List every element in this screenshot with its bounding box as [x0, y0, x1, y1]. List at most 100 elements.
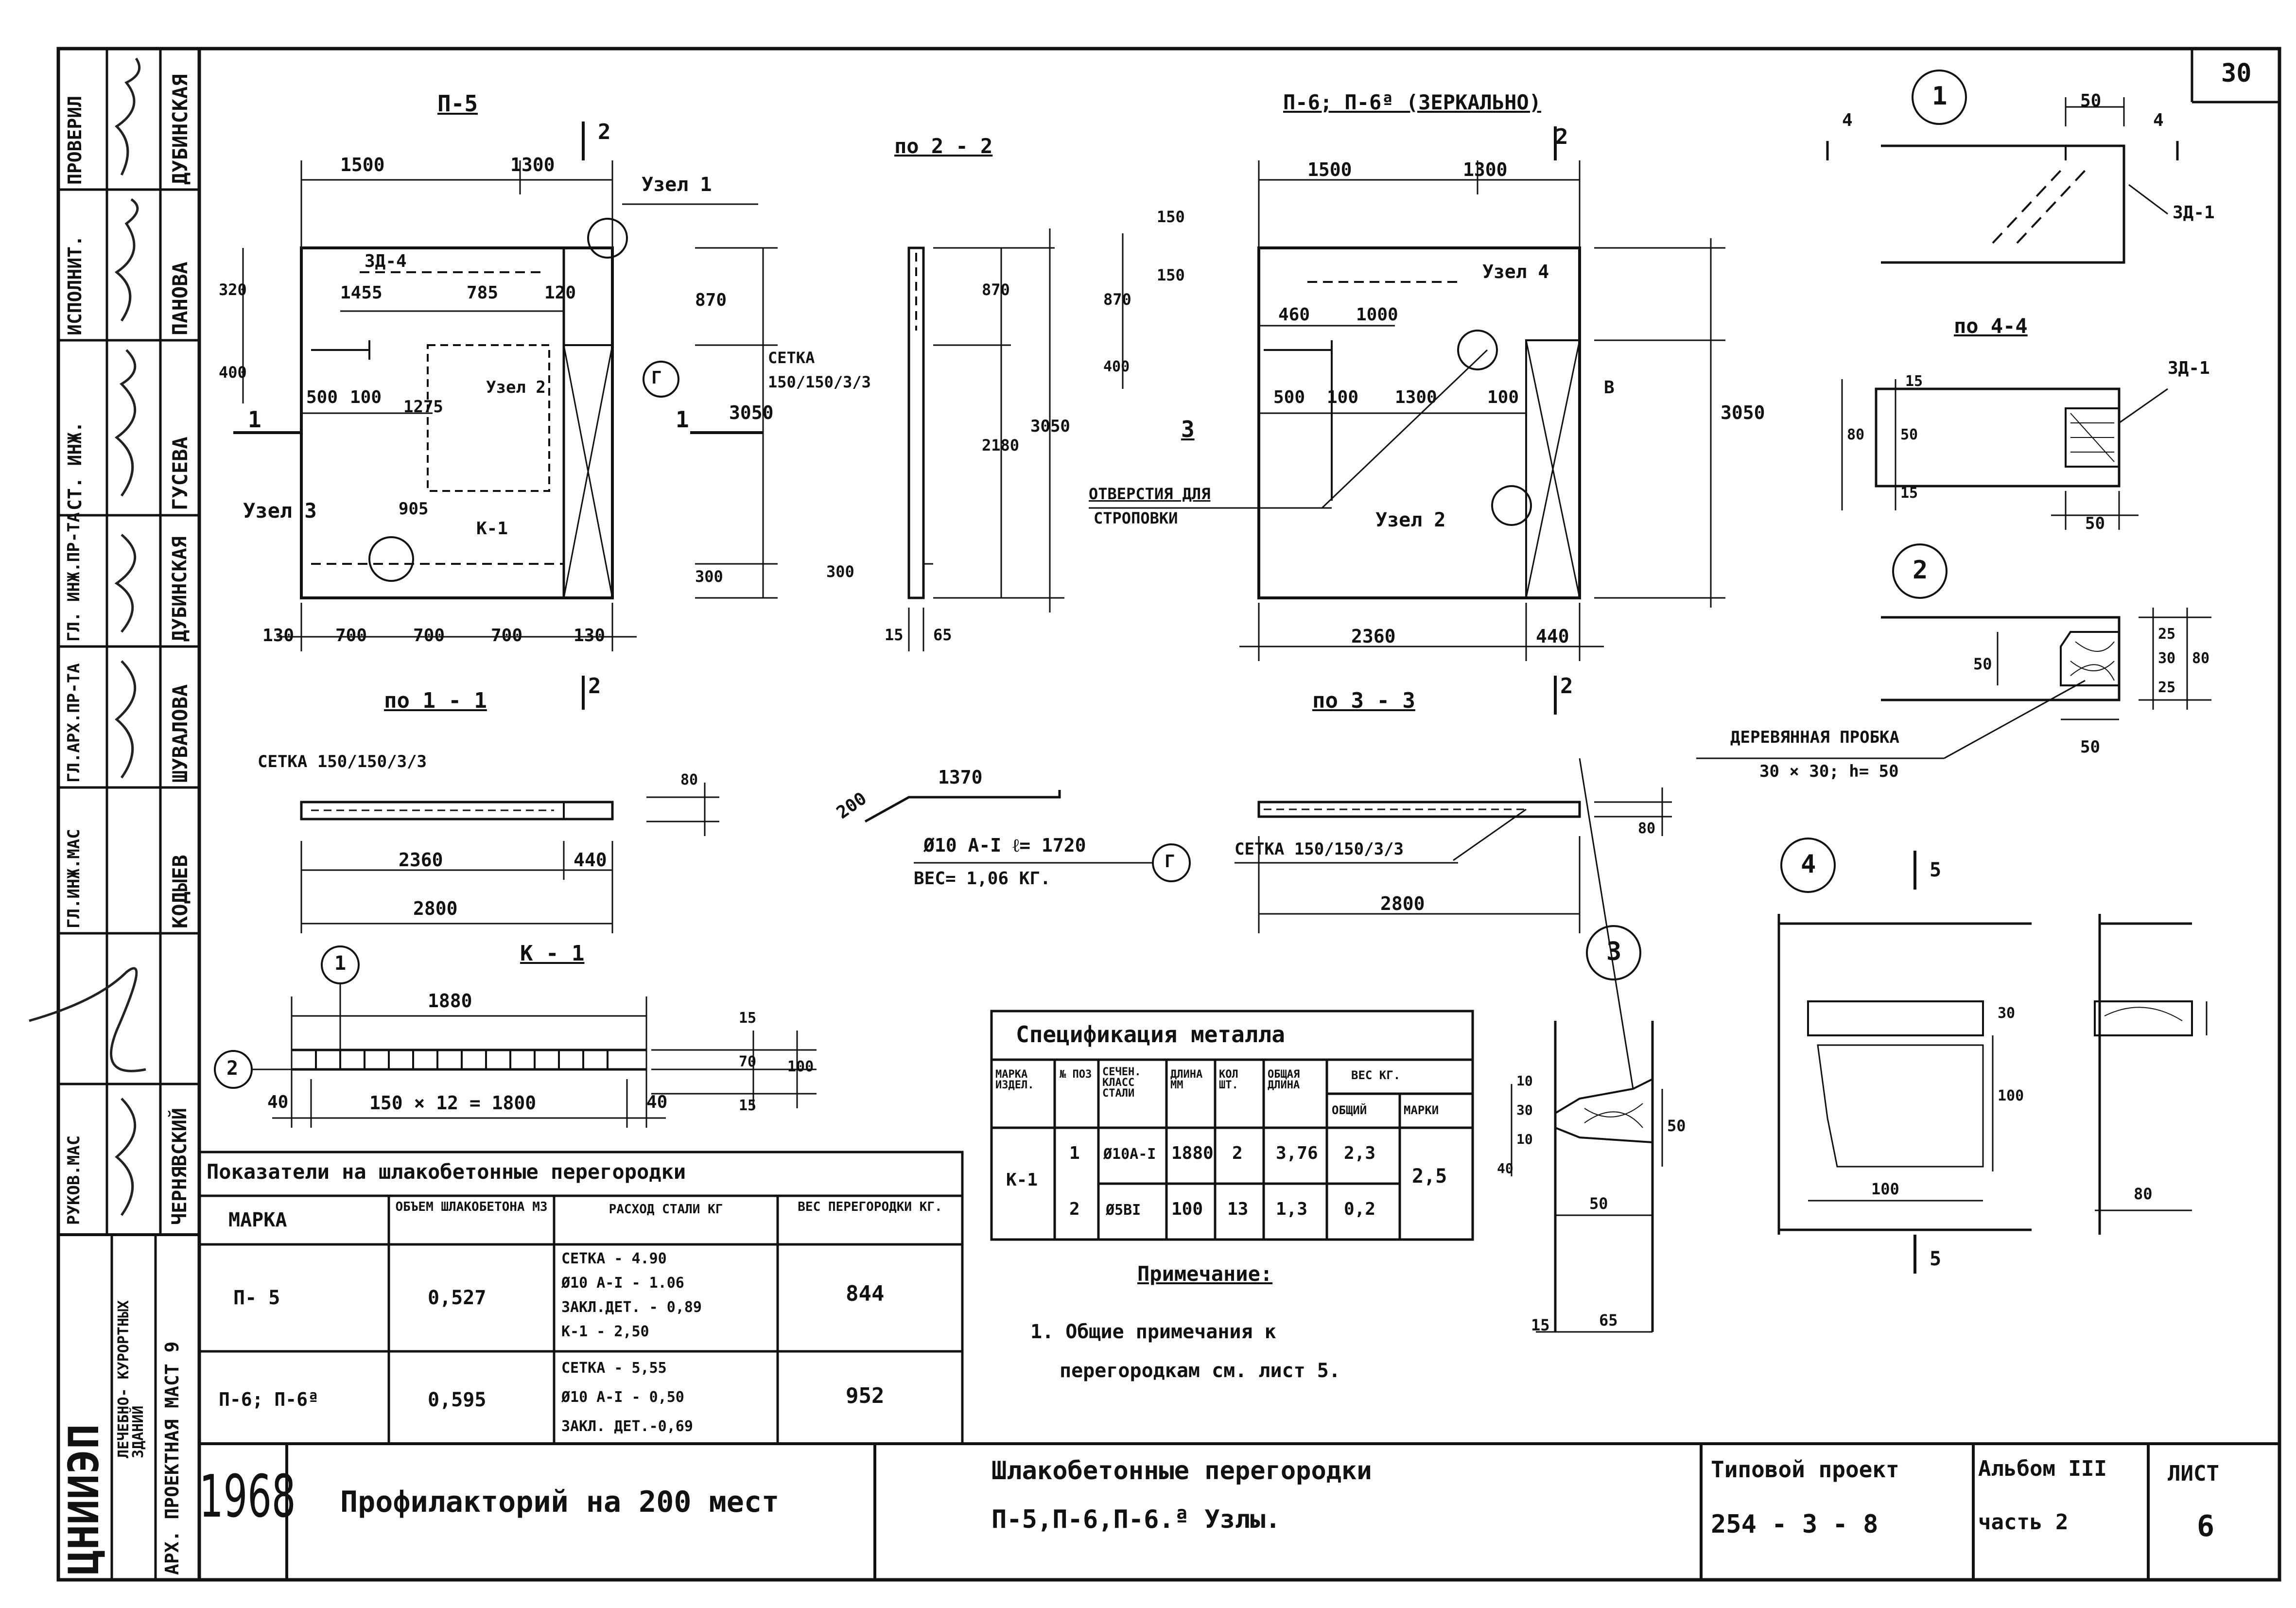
node2-dim-80: 80	[2192, 650, 2210, 667]
indicators-row1-marka: П- 5	[233, 1287, 280, 1309]
node2-dim-25a: 25	[2158, 626, 2176, 643]
p5-dim-bottom-5: 130	[574, 626, 606, 646]
rebar-label: Ø10 А-I ℓ= 1720	[923, 835, 1086, 856]
node1-dim-15: 15	[1905, 373, 1923, 390]
p6-dim-500: 500	[1273, 387, 1305, 407]
node4-cut-top: 5	[1930, 859, 1942, 881]
p6-dim-1300b: 1300	[1395, 387, 1437, 407]
p5-dim-870: 870	[695, 290, 727, 310]
p5-cut-mark-right: 1	[676, 406, 689, 433]
spec-sub-obshiy: ОБЩИЙ	[1332, 1103, 1367, 1117]
stamp-list-number: 6	[2197, 1509, 2215, 1543]
indicators-title: Показатели на шлакобетонные перегородки	[207, 1160, 686, 1184]
note-line-1: 1. Общие примечания к	[1030, 1321, 1276, 1343]
spec-row2-sech: Ø5ВI	[1106, 1202, 1141, 1219]
p5-dim-320: 320	[219, 280, 247, 299]
k1-dim-70: 70	[739, 1053, 757, 1070]
spec-row1-total: 3,76	[1276, 1143, 1318, 1163]
p6-dim-150a: 150	[1157, 208, 1185, 226]
note-line-2: перегородкам см. лист 5.	[1060, 1360, 1340, 1382]
p6-cut-mark-top: 2	[1555, 124, 1568, 149]
node3-mark: 3	[1606, 937, 1622, 966]
indicators-row2-rashod-3: ЗАКЛ. ДЕТ.-0,69	[561, 1418, 693, 1435]
p6-dim-1500: 1500	[1307, 159, 1352, 180]
indicators-row1-rashod-3: ЗАКЛ.ДЕТ. - 0,89	[561, 1299, 702, 1316]
p6-otv-label-2: СТРОПОВКИ	[1094, 509, 1178, 527]
node3-dim-50: 50	[1667, 1117, 1686, 1135]
rebar-dim-1370: 1370	[938, 767, 983, 788]
spec-title: Спецификация металла	[1016, 1021, 1285, 1048]
indicators-row1-rashod-4: К-1 - 2,50	[561, 1323, 649, 1340]
p6-cut-mark-3: 3	[1181, 416, 1195, 442]
p5-dim-400: 400	[219, 363, 247, 382]
spec-row1-kol: 2	[1232, 1143, 1243, 1163]
s33-title: по 3 - 3	[1312, 688, 1415, 713]
indicators-row2-marka: П-6; П-6ª	[219, 1389, 319, 1410]
stamp-list-label: ЛИСТ	[2168, 1461, 2219, 1486]
s22-setka-size: 150/150/3/3	[768, 373, 871, 391]
node1-section-title: по 4-4	[1954, 314, 2028, 338]
k1-dim-100: 100	[787, 1058, 814, 1075]
stamp-proekt-1: Типовой проект	[1711, 1456, 1899, 1483]
indicators-row2-ves: 952	[846, 1383, 885, 1408]
spec-row2-ves: 0,2	[1344, 1199, 1376, 1219]
node2-dim-25b: 25	[2158, 679, 2176, 696]
k1-dim-40a: 40	[267, 1092, 289, 1112]
p5-dim-785: 785	[467, 283, 499, 303]
s22-dim-3050: 3050	[1030, 417, 1070, 436]
s11-setka: СЕТКА 150/150/3/3	[258, 752, 427, 771]
stamp-album-1: Альбом III	[1978, 1456, 2107, 1481]
spec-sub-marki: МАРКИ	[1404, 1103, 1439, 1117]
p5-dim-1455: 1455	[340, 283, 383, 303]
node1-dim-80: 80	[1847, 426, 1865, 443]
node3-dim-30: 30	[1516, 1102, 1533, 1118]
p5-dim-bottom-2: 700	[335, 626, 367, 646]
rebar-weight: ВЕС= 1,06 КГ.	[914, 869, 1051, 889]
k1-dim-15b: 15	[739, 1097, 757, 1114]
spec-row2-len: 100	[1171, 1199, 1203, 1219]
spec-row1-ves: 2,3	[1344, 1143, 1376, 1163]
p6-dim-870: 870	[1103, 290, 1131, 309]
p5-dim-300: 300	[695, 567, 723, 586]
node3-dim-65: 65	[1599, 1311, 1618, 1329]
p5-dim-1300: 1300	[510, 154, 555, 175]
spec-header-total: ОБЩАЯ ДЛИНА	[1268, 1068, 1300, 1091]
spec-row2-kol: 13	[1227, 1199, 1249, 1219]
p5-dim-bottom-1: 130	[262, 626, 295, 646]
node4-dim-30: 30	[1998, 1005, 2016, 1022]
spec-row1-poz: 1	[1069, 1143, 1080, 1163]
p5-uzel2-label: Узел 2	[486, 378, 546, 397]
p6-dim-400: 400	[1103, 358, 1130, 375]
node3-dim-50b: 50	[1589, 1194, 1608, 1213]
s22-dim-65: 65	[933, 626, 952, 644]
k1-dim-40b: 40	[646, 1092, 668, 1112]
indicators-header-obem: ОБЪЕМ ШЛАКОБЕТОНА М3	[395, 1200, 548, 1214]
k1-title: К - 1	[520, 941, 585, 966]
s11-dim-2360: 2360	[399, 849, 443, 871]
p5-cut-mark-bottom: 2	[588, 674, 601, 699]
indicators-row2-obem: 0,595	[428, 1389, 487, 1411]
rebar-g-marker: Г	[1165, 852, 1175, 872]
k1-mark-2: 2	[226, 1057, 239, 1080]
node1-dim-4a: 4	[1842, 110, 1853, 130]
s33-setka: СЕТКА 150/150/3/3	[1235, 839, 1404, 859]
node4-dim-100: 100	[1998, 1087, 2024, 1104]
p5-k1-label: К-1	[476, 519, 508, 539]
node4-dim-100b: 100	[1871, 1180, 1899, 1198]
s11-dim-80: 80	[680, 771, 698, 788]
node4-dim-80: 80	[2134, 1185, 2153, 1203]
p6-dim-1000: 1000	[1356, 305, 1398, 325]
s11-dim-2800: 2800	[413, 898, 458, 919]
p6-otv-label-1: ОТВЕРСТИЯ ДЛЯ	[1089, 485, 1211, 503]
spec-ves-marki: 2,5	[1412, 1165, 1447, 1188]
node1-dim-50: 50	[1900, 426, 1918, 443]
p6-title: П-6; П-6ª (ЗЕРКАЛЬНО)	[1283, 90, 1542, 114]
p6-dim-100b: 100	[1487, 387, 1519, 407]
p5-dim-3050: 3050	[729, 402, 774, 423]
node3-dim-40: 40	[1497, 1160, 1513, 1176]
node1-dim-4b: 4	[2153, 110, 2164, 130]
spec-header-mark: МАРКА ИЗДЕЛ.	[995, 1068, 1034, 1091]
p6-dim-150b: 150	[1157, 266, 1185, 284]
s11-title: по 1 - 1	[384, 688, 487, 713]
indicators-header-ves: ВЕС ПЕРЕГОРОДКИ КГ.	[798, 1200, 942, 1214]
